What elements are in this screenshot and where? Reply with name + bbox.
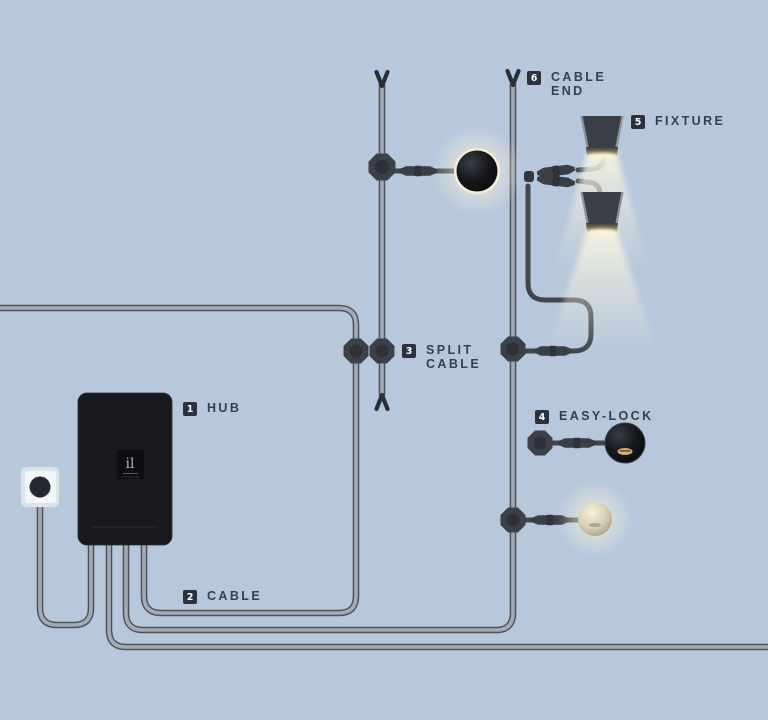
easy-lock-demo-light: [604, 422, 646, 464]
easy-lock-connector-knob: [527, 430, 553, 456]
cable-hub-to-split: [140, 356, 360, 617]
cable-end-fork-icon: [508, 71, 519, 85]
cable-end-fork-icon: [377, 395, 388, 409]
label-easy-lock: 4 EASY-LOCK: [535, 409, 654, 424]
connector-knob-lamp: [368, 153, 396, 181]
connector-knob-split-left: [343, 338, 369, 364]
label-fixture: 5 FIXTURE: [631, 114, 726, 129]
label-cable-number: 2: [183, 590, 197, 604]
wall-outlet: [21, 467, 59, 507]
label-easy-lock-number: 4: [535, 410, 549, 424]
sphere-light-on: [431, 125, 523, 217]
label-cable: 2 CABLE: [183, 589, 263, 604]
label-cable-text: CABLE: [207, 589, 263, 603]
connector-knob-right-lower: [500, 507, 526, 533]
hub-logo: il: [126, 456, 135, 472]
cable-end-fork-icon: [377, 72, 388, 86]
label-split-cable-number: 3: [402, 344, 416, 358]
label-hub-number: 1: [183, 402, 197, 416]
label-fixture-text: FIXTURE: [655, 114, 726, 128]
label-hub: 1 HUB: [183, 401, 242, 416]
globe-light-on: [557, 481, 633, 557]
lower-fixture-light-cone: [547, 231, 657, 352]
lower-wall-fixture: [580, 191, 624, 235]
label-fixture-number: 5: [631, 115, 645, 129]
connector-knob-right-upper: [500, 336, 526, 362]
inline-connector: [399, 165, 437, 177]
label-easy-lock-text: EASY-LOCK: [559, 409, 654, 423]
label-hub-text: HUB: [207, 401, 242, 415]
cable-from-left-edge: [0, 304, 360, 345]
hub-logo-plate: [117, 450, 144, 479]
main-cables: [0, 84, 768, 651]
inline-connector: [534, 345, 572, 357]
plug: [29, 476, 51, 498]
inline-connector: [558, 437, 596, 449]
connector-knob-split-right: [369, 338, 395, 364]
upper-wall-fixture: [580, 115, 624, 159]
hub-device: il: [77, 392, 173, 546]
label-cable-end-number: 6: [527, 71, 541, 85]
fixture-cable-splitter: [524, 163, 576, 189]
